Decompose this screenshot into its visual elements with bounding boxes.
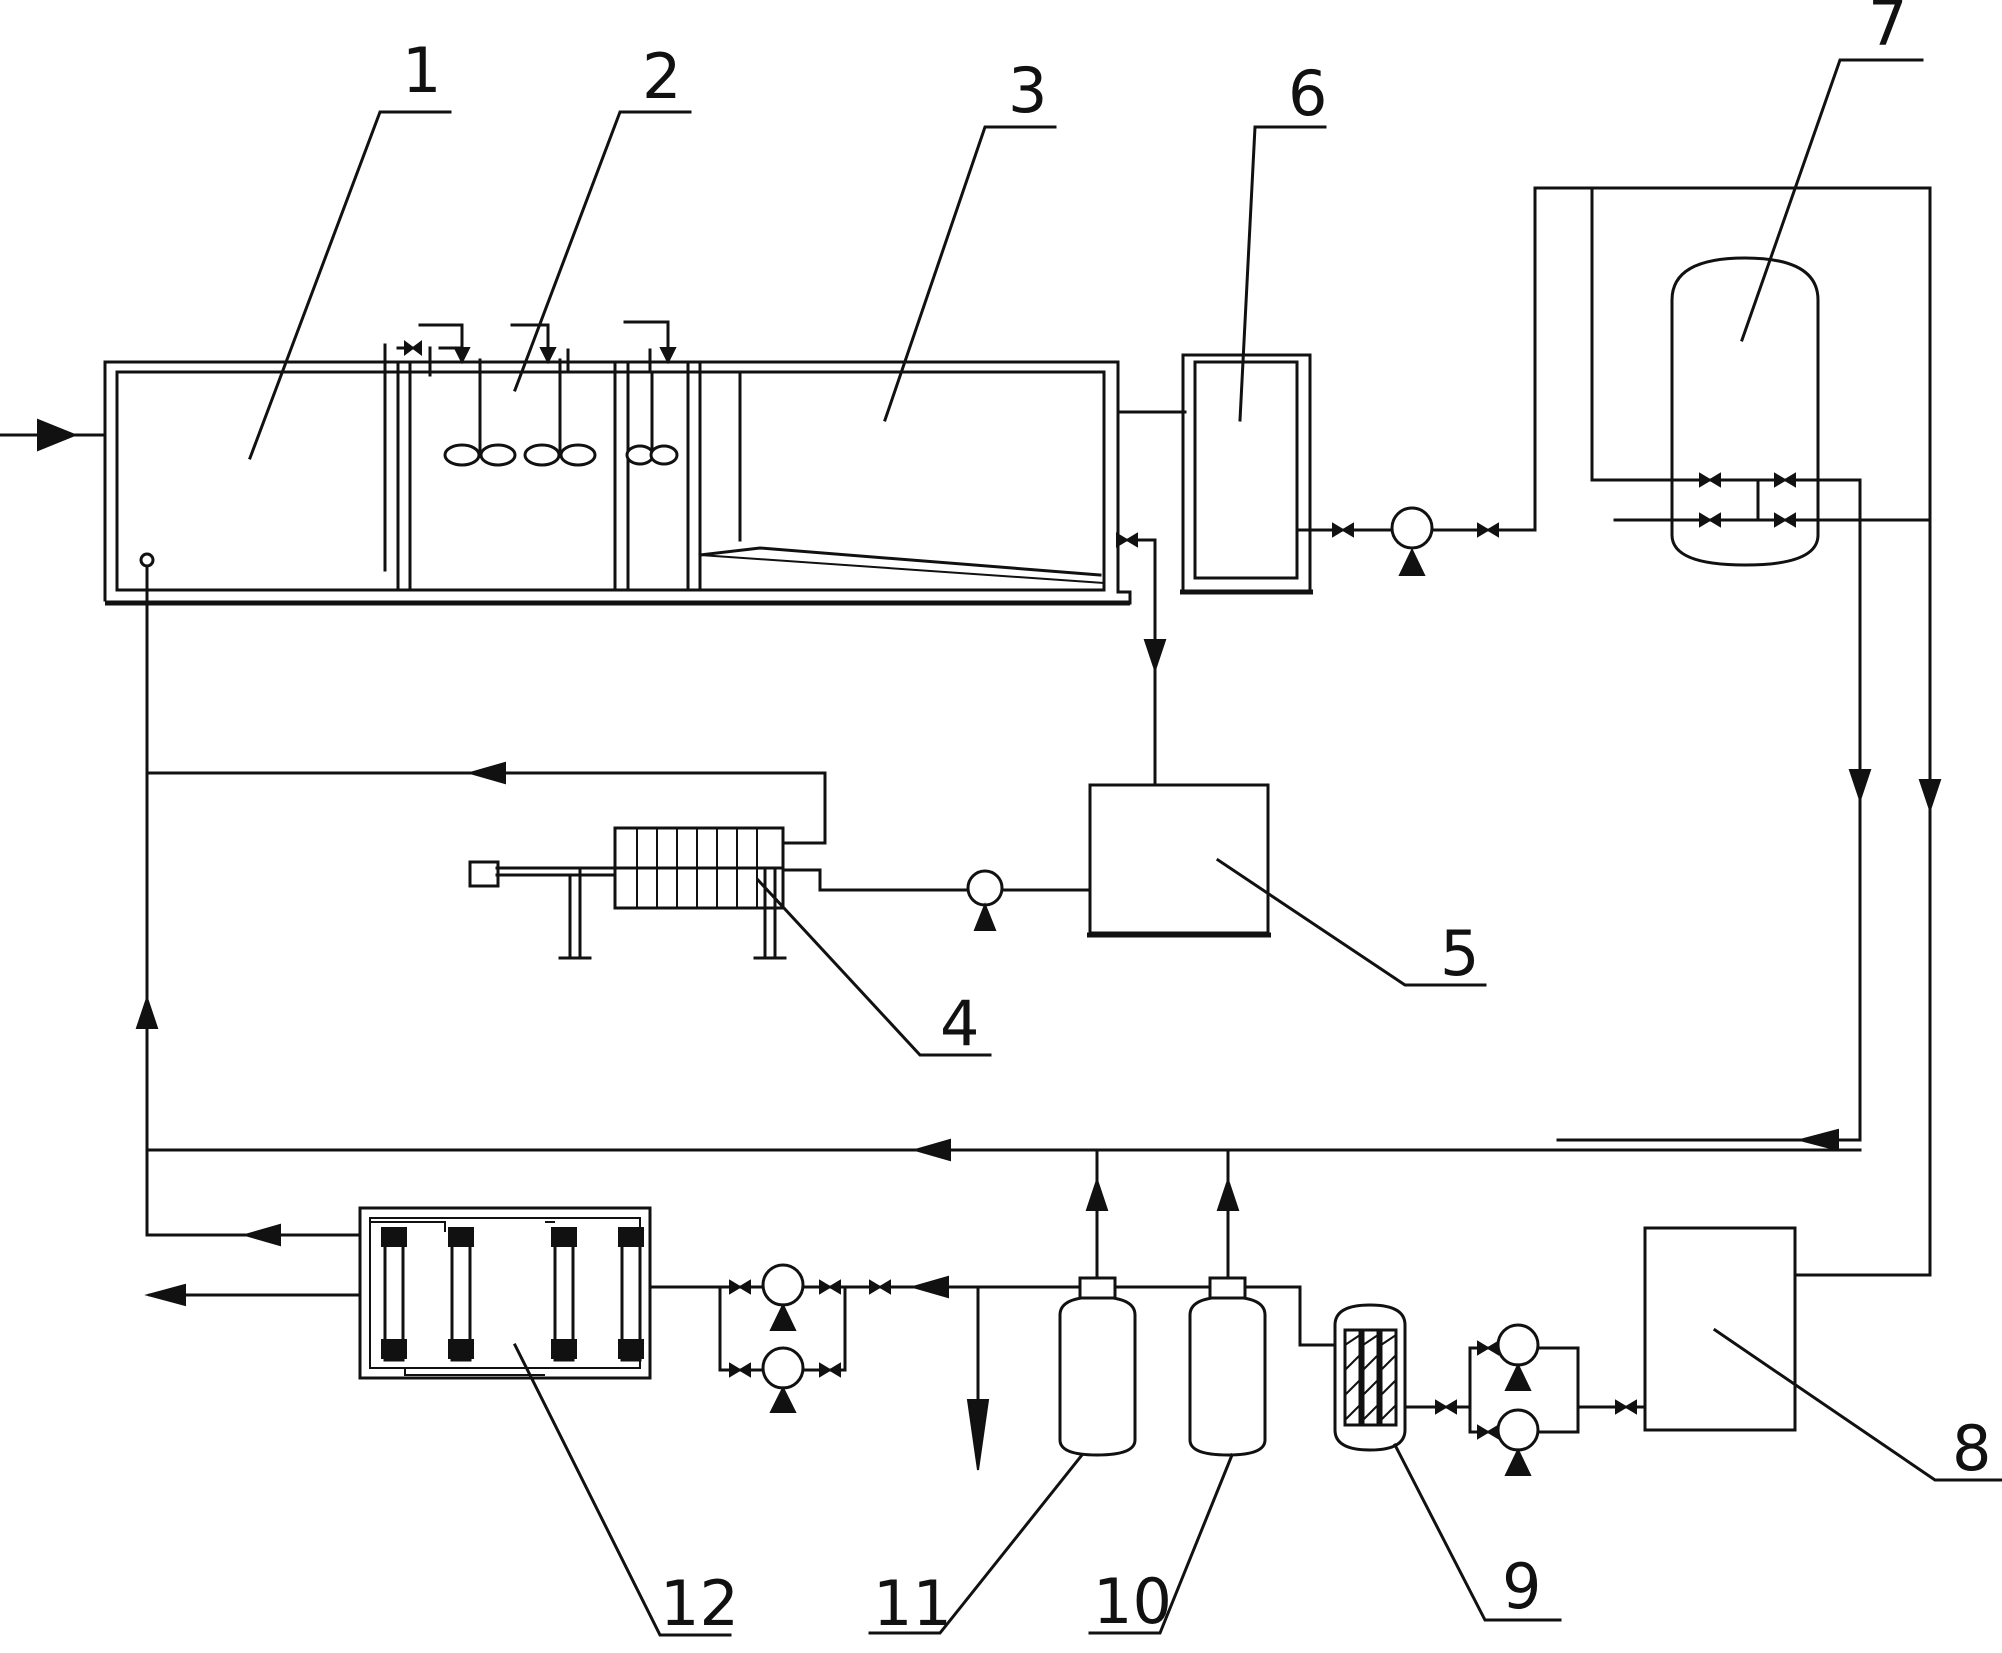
sludge-tank-5 <box>783 532 1271 938</box>
label-numbers: 1 2 3 6 7 5 4 8 9 10 11 12 <box>402 0 1991 1640</box>
label-1: 1 <box>402 34 441 107</box>
label-11: 11 <box>873 1567 952 1640</box>
label-4: 4 <box>940 987 979 1060</box>
tank-8 <box>1643 1226 1797 1432</box>
vessels-10-11 <box>1058 1148 1337 1457</box>
filter-press-4 <box>148 761 827 960</box>
label-5: 5 <box>1440 917 1479 990</box>
label-10: 10 <box>1093 1565 1172 1638</box>
membrane-unit-12 <box>144 1206 1087 1471</box>
label-7: 7 <box>1868 0 1907 60</box>
tank-6 <box>1116 186 1932 595</box>
label-3: 3 <box>1008 54 1047 127</box>
label-12: 12 <box>660 1567 739 1640</box>
main-treatment-tank <box>0 320 1132 606</box>
label-6: 6 <box>1288 57 1327 130</box>
return-line <box>135 564 1862 1247</box>
leader-lines <box>248 58 2002 1637</box>
filter-9 <box>1333 1303 1647 1476</box>
label-8: 8 <box>1952 1412 1991 1485</box>
label-2: 2 <box>642 40 681 113</box>
label-9: 9 <box>1502 1550 1541 1623</box>
vessel-7 <box>1556 186 1942 1277</box>
